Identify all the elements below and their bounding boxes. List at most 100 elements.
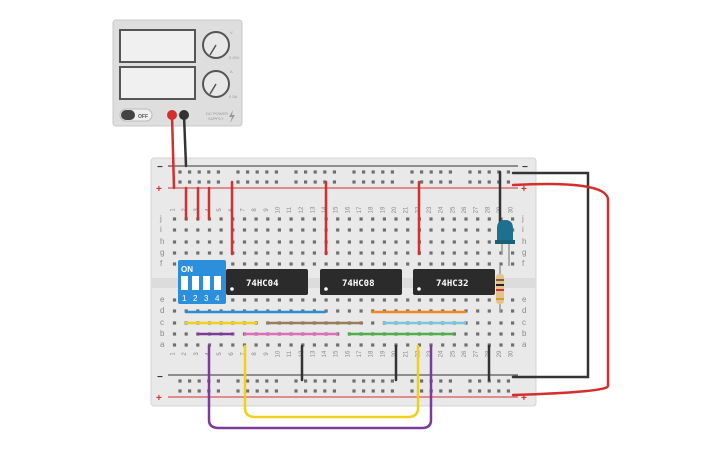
breadboard-hole[interactable] — [417, 343, 421, 347]
breadboard-hole[interactable] — [301, 262, 305, 266]
breadboard-hole[interactable] — [336, 343, 340, 347]
breadboard-hole[interactable] — [172, 309, 177, 313]
breadboard-hole[interactable] — [277, 251, 281, 255]
rail-hole[interactable] — [236, 180, 240, 184]
rail-hole[interactable] — [381, 170, 385, 174]
breadboard-hole[interactable] — [172, 251, 177, 255]
breadboard-hole[interactable] — [487, 332, 491, 336]
breadboard-hole[interactable] — [289, 343, 293, 347]
rail-hole[interactable] — [439, 180, 443, 184]
breadboard-hole[interactable] — [266, 343, 270, 347]
rail-hole[interactable] — [216, 389, 220, 393]
breadboard-hole[interactable] — [301, 251, 305, 255]
rail-hole[interactable] — [246, 180, 250, 184]
rail-hole[interactable] — [304, 389, 308, 393]
breadboard-hole[interactable] — [301, 298, 305, 302]
breadboard-hole[interactable] — [487, 251, 491, 255]
breadboard-hole[interactable] — [312, 262, 316, 266]
breadboard-hole[interactable] — [429, 217, 433, 221]
breadboard-hole[interactable] — [312, 228, 316, 232]
rail-hole[interactable] — [468, 180, 472, 184]
breadboard-hole[interactable] — [184, 240, 188, 244]
rail-hole[interactable] — [381, 379, 385, 383]
breadboard-hole[interactable] — [196, 240, 200, 244]
breadboard-hole[interactable] — [324, 262, 328, 266]
wire-yellow-loop[interactable] — [243, 344, 420, 419]
rail-hole[interactable] — [448, 379, 452, 383]
rail-hole[interactable] — [468, 379, 472, 383]
rail-hole[interactable] — [468, 389, 472, 393]
breadboard-hole[interactable] — [231, 262, 235, 266]
rail-hole[interactable] — [371, 379, 375, 383]
breadboard-hole[interactable] — [371, 217, 375, 221]
rail-hole[interactable] — [352, 170, 356, 174]
breadboard-hole[interactable] — [324, 309, 328, 313]
breadboard-hole[interactable] — [394, 251, 398, 255]
breadboard-hole[interactable] — [476, 262, 480, 266]
rail-hole[interactable] — [216, 180, 220, 184]
power-switch-knob[interactable] — [121, 110, 135, 120]
breadboard-hole[interactable] — [511, 309, 515, 313]
rail-hole[interactable] — [323, 170, 327, 174]
breadboard-hole[interactable] — [476, 332, 480, 336]
rail-hole[interactable] — [420, 180, 424, 184]
breadboard-hole[interactable] — [172, 228, 177, 232]
breadboard-hole[interactable] — [476, 343, 480, 347]
breadboard-hole[interactable] — [289, 251, 293, 255]
breadboard-hole[interactable] — [254, 217, 258, 221]
rail-hole[interactable] — [410, 180, 414, 184]
rail-hole[interactable] — [323, 389, 327, 393]
breadboard-hole[interactable] — [406, 228, 410, 232]
rail-hole[interactable] — [255, 180, 259, 184]
rail-hole[interactable] — [478, 379, 482, 383]
breadboard-hole[interactable] — [266, 217, 270, 221]
rail-hole[interactable] — [352, 180, 356, 184]
rail-hole[interactable] — [362, 170, 366, 174]
breadboard-hole[interactable] — [336, 262, 340, 266]
rail-hole[interactable] — [294, 389, 298, 393]
rail-hole[interactable] — [274, 180, 278, 184]
breadboard-hole[interactable] — [312, 343, 316, 347]
rail-hole[interactable] — [236, 379, 240, 383]
rail-hole[interactable] — [255, 389, 259, 393]
breadboard-hole[interactable] — [382, 298, 386, 302]
breadboard-hole[interactable] — [452, 217, 456, 221]
rail-hole[interactable] — [255, 170, 259, 174]
breadboard-hole[interactable] — [277, 228, 281, 232]
breadboard-hole[interactable] — [196, 251, 200, 255]
breadboard-hole[interactable] — [394, 298, 398, 302]
breadboard-hole[interactable] — [382, 217, 386, 221]
rail-hole[interactable] — [246, 379, 250, 383]
breadboard-hole[interactable] — [487, 217, 491, 221]
rail-hole[interactable] — [304, 379, 308, 383]
rail-hole[interactable] — [332, 170, 336, 174]
breadboard-hole[interactable] — [219, 240, 223, 244]
chip-74hc32[interactable]: 74HC32 — [413, 269, 495, 295]
rail-hole[interactable] — [352, 379, 356, 383]
breadboard-hole[interactable] — [347, 343, 351, 347]
breadboard-hole[interactable] — [487, 298, 491, 302]
breadboard-hole[interactable] — [429, 228, 433, 232]
rail-hole[interactable] — [478, 389, 482, 393]
breadboard-hole[interactable] — [499, 262, 503, 266]
rail-hole[interactable] — [410, 170, 414, 174]
rail-hole[interactable] — [439, 170, 443, 174]
rail-hole[interactable] — [429, 170, 433, 174]
rail-hole[interactable] — [439, 379, 443, 383]
breadboard-hole[interactable] — [336, 228, 340, 232]
breadboard-hole[interactable] — [312, 240, 316, 244]
dip-toggle-3[interactable] — [203, 276, 210, 290]
breadboard-hole[interactable] — [382, 251, 386, 255]
rail-hole[interactable] — [265, 379, 269, 383]
rail-hole[interactable] — [506, 180, 510, 184]
breadboard-hole[interactable] — [394, 262, 398, 266]
rail-hole[interactable] — [246, 170, 250, 174]
breadboard-hole[interactable] — [511, 217, 515, 221]
breadboard-hole[interactable] — [242, 251, 247, 255]
breadboard-hole[interactable] — [324, 298, 328, 302]
breadboard-hole[interactable] — [382, 228, 386, 232]
rail-hole[interactable] — [294, 170, 298, 174]
rail-hole[interactable] — [236, 389, 240, 393]
breadboard-hole[interactable] — [499, 321, 503, 325]
